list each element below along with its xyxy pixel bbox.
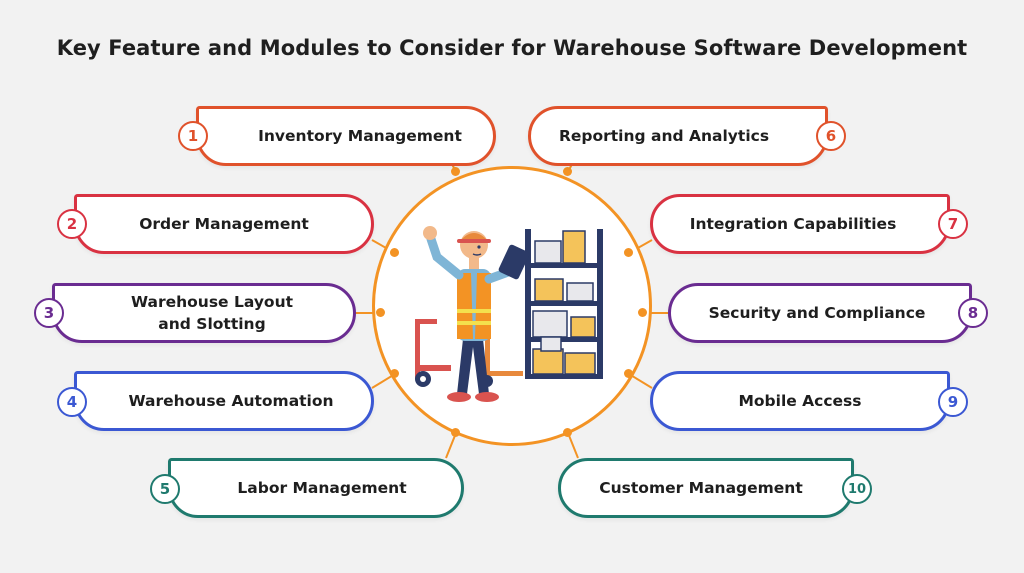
feature-number-2: 2	[57, 209, 87, 239]
feature-label-4: Warehouse Automation	[128, 392, 334, 410]
connector-dot-6	[563, 167, 572, 176]
feature-card-6: Reporting and Analytics	[528, 106, 828, 166]
worker-icon	[423, 226, 530, 402]
feature-number-10: 10	[842, 474, 872, 504]
feature-number-5: 5	[150, 474, 180, 504]
feature-label-9: Mobile Access	[738, 392, 862, 410]
connector-dot-2	[390, 248, 399, 257]
feature-number-7: 7	[938, 209, 968, 239]
connector-dot-4	[390, 369, 399, 378]
connector-5	[445, 432, 457, 459]
feature-label-8: Security and Compliance	[708, 304, 926, 322]
feature-label-7: Integration Capabilities	[689, 215, 897, 233]
shelf-icon	[525, 229, 603, 379]
center-circle	[372, 166, 652, 446]
feature-card-2: Order Management	[74, 194, 374, 254]
feature-number-9: 9	[938, 387, 968, 417]
feature-card-5: Labor Management	[168, 458, 464, 518]
connector-dot-7	[624, 248, 633, 257]
feature-label-5: Labor Management	[237, 479, 407, 497]
warehouse-worker-illustration	[415, 226, 603, 402]
feature-number-6: 6	[816, 121, 846, 151]
feature-label-6: Reporting and Analytics	[558, 127, 770, 145]
feature-card-10: Customer Management	[558, 458, 854, 518]
connector-dot-5	[451, 428, 460, 437]
feature-card-4: Warehouse Automation	[74, 371, 374, 431]
connector-dot-10	[563, 428, 572, 437]
connector-dot-9	[624, 369, 633, 378]
feature-label-3: Warehouse Layout and Slotting	[130, 293, 294, 333]
feature-number-1: 1	[178, 121, 208, 151]
connector-10	[567, 432, 579, 459]
feature-number-8: 8	[958, 298, 988, 328]
feature-label-10: Customer Management	[599, 479, 803, 497]
feature-number-3: 3	[34, 298, 64, 328]
feature-label-2: Order Management	[139, 215, 309, 233]
feature-card-3: Warehouse Layout and Slotting	[52, 283, 356, 343]
feature-number-4: 4	[57, 387, 87, 417]
connector-dot-8	[638, 308, 647, 317]
page-title: Key Feature and Modules to Consider for …	[56, 36, 968, 60]
feature-card-9: Mobile Access	[650, 371, 950, 431]
connector-dot-1	[451, 167, 460, 176]
feature-card-1: Inventory Management	[196, 106, 496, 166]
feature-card-7: Integration Capabilities	[650, 194, 950, 254]
connector-dot-3	[376, 308, 385, 317]
feature-card-8: Security and Compliance	[668, 283, 972, 343]
feature-label-1: Inventory Management	[258, 127, 462, 145]
